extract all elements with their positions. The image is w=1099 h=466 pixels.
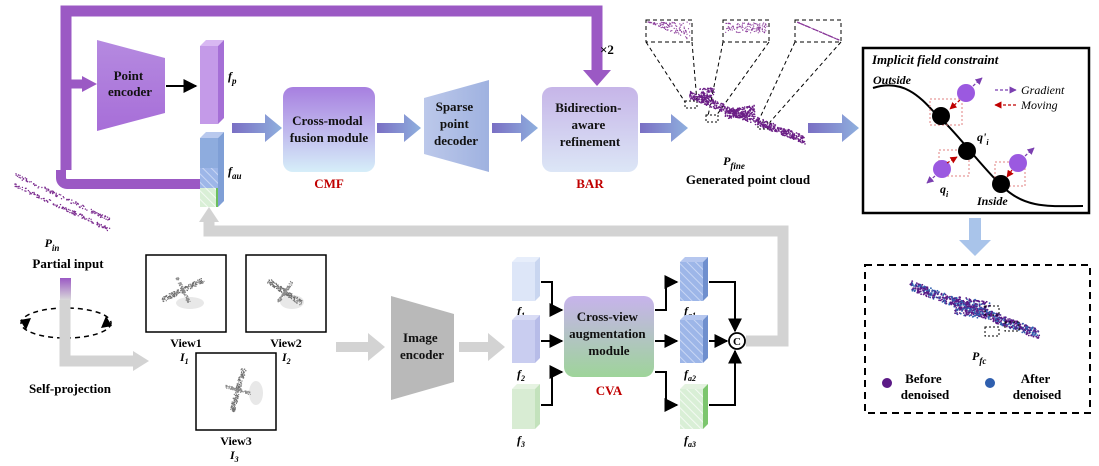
pin-gradient-bar [60, 278, 71, 300]
sparse-point-decoder: Sparse point decoder [424, 80, 489, 172]
generated-point-cloud [689, 87, 806, 145]
implicit-title: Implicit field constraint [871, 52, 999, 67]
outside-label: Outside [873, 73, 912, 87]
output-to-implicit-arrow [808, 114, 859, 142]
pfine-label: Pfine [723, 154, 745, 171]
partial-input-label: Partial input [32, 256, 104, 271]
cmf-label: Cross-modal fusion module [290, 113, 369, 145]
view3-panel [195, 352, 277, 431]
f3-label: f3 [517, 433, 525, 449]
cva-return-arrowhead [199, 207, 219, 222]
cva-to-fa-arrows [655, 275, 679, 412]
f1-feature-block [512, 257, 540, 301]
pfc-label: Pfc [972, 349, 986, 366]
implicit-field-panel: Implicit field constraint Outside Inside [861, 46, 1091, 215]
denoised-panel: Pfc Before denoised After denoised [864, 264, 1091, 414]
fa-to-concat-arrows [709, 281, 742, 406]
self-projection-label: Self-projection [29, 381, 112, 396]
f3-feature-block [512, 384, 540, 429]
fau-feature-block [200, 132, 224, 207]
point-q-lower [933, 160, 951, 178]
implicit-to-denoise-arrow [959, 218, 991, 256]
view2-label: View2 [270, 336, 302, 350]
bar-module: Bidirection- aware refinement [542, 87, 638, 172]
moving-legend-label: Moving [1020, 98, 1058, 112]
view1-id: I1 [179, 350, 189, 366]
zoom-inset-boxes [645, 19, 842, 130]
self-projection-arrowhead [133, 351, 149, 371]
before-legend-label: Before denoised [901, 371, 950, 402]
concat-symbol: C [728, 332, 746, 350]
surface-point-lower [992, 175, 1010, 193]
cmf-module: Cross-modal fusion module [283, 87, 375, 172]
view3-id: I3 [229, 448, 239, 464]
view2-panel [245, 254, 327, 333]
fp-to-cmf-arrow [232, 114, 282, 142]
view2-id: I2 [281, 350, 291, 366]
fa3-label: fa3 [684, 433, 696, 449]
rotation-ellipse [20, 307, 112, 339]
cva-label: Cross-view augmentation module [569, 309, 649, 358]
main-flow-arrows [232, 114, 859, 142]
surface-point-upper [932, 107, 950, 125]
point-q-upper [957, 84, 975, 102]
features-to-cva-arrows [541, 281, 564, 406]
sparse-decoder-label: Sparse point decoder [434, 99, 478, 148]
fau-label: fau [228, 164, 242, 181]
repeat-label: ×2 [600, 42, 614, 57]
image-encoder: Image encoder [391, 296, 454, 400]
self-projection-arrow [59, 300, 135, 367]
pin-label: Pin [45, 236, 60, 253]
cmf-tag: CMF [314, 176, 344, 191]
view3-label: View3 [220, 434, 252, 448]
views-to-encoder-arrow [336, 333, 385, 361]
q-label: qi [940, 182, 949, 199]
fp-feature-block [200, 40, 224, 124]
fa2-feature-block [680, 315, 708, 363]
svg-text:C: C [733, 336, 741, 348]
rotation-arrowhead-right [101, 316, 112, 328]
fa1-feature-block [680, 257, 708, 301]
surface-point-qprime [958, 142, 976, 160]
point-encoder: Point encoder [97, 40, 165, 131]
gradient-legend-label: Gradient [1021, 83, 1065, 97]
bar-label: Bidirection- aware refinement [555, 100, 624, 149]
after-legend-dot [985, 378, 995, 388]
cmf-to-decoder-arrow [377, 114, 421, 142]
fp-label: fp [228, 69, 237, 86]
before-legend-dot [882, 378, 892, 388]
partial-input-cloud [14, 173, 111, 232]
fa3-feature-block [680, 384, 708, 429]
view1-label: View1 [170, 336, 202, 350]
inside-label: Inside [976, 194, 1008, 208]
qprime-label: q'i [977, 130, 989, 147]
f2-label: f2 [517, 367, 525, 383]
point-q-right [1009, 154, 1027, 172]
bar-tag: BAR [576, 176, 604, 191]
rotation-arrowhead-left [20, 318, 31, 330]
encoder-to-features-arrow [459, 333, 505, 361]
generated-label: Generated point cloud [686, 172, 811, 187]
f2-feature-block [512, 315, 540, 363]
cva-tag: CVA [596, 383, 623, 398]
cva-return-arrow [203, 220, 789, 347]
decoder-to-bar-arrow [492, 114, 538, 142]
view1-panel [145, 254, 227, 333]
after-legend-label: After denoised [1013, 371, 1062, 402]
cva-module: Cross-view augmentation module [564, 296, 654, 377]
bar-to-output-arrow [640, 114, 688, 142]
top-skip-arrow [56, 5, 611, 189]
fa2-label: fa2 [684, 367, 696, 383]
image-encoder-label: Image encoder [400, 330, 444, 362]
point-encoder-label: Point encoder [108, 68, 152, 99]
